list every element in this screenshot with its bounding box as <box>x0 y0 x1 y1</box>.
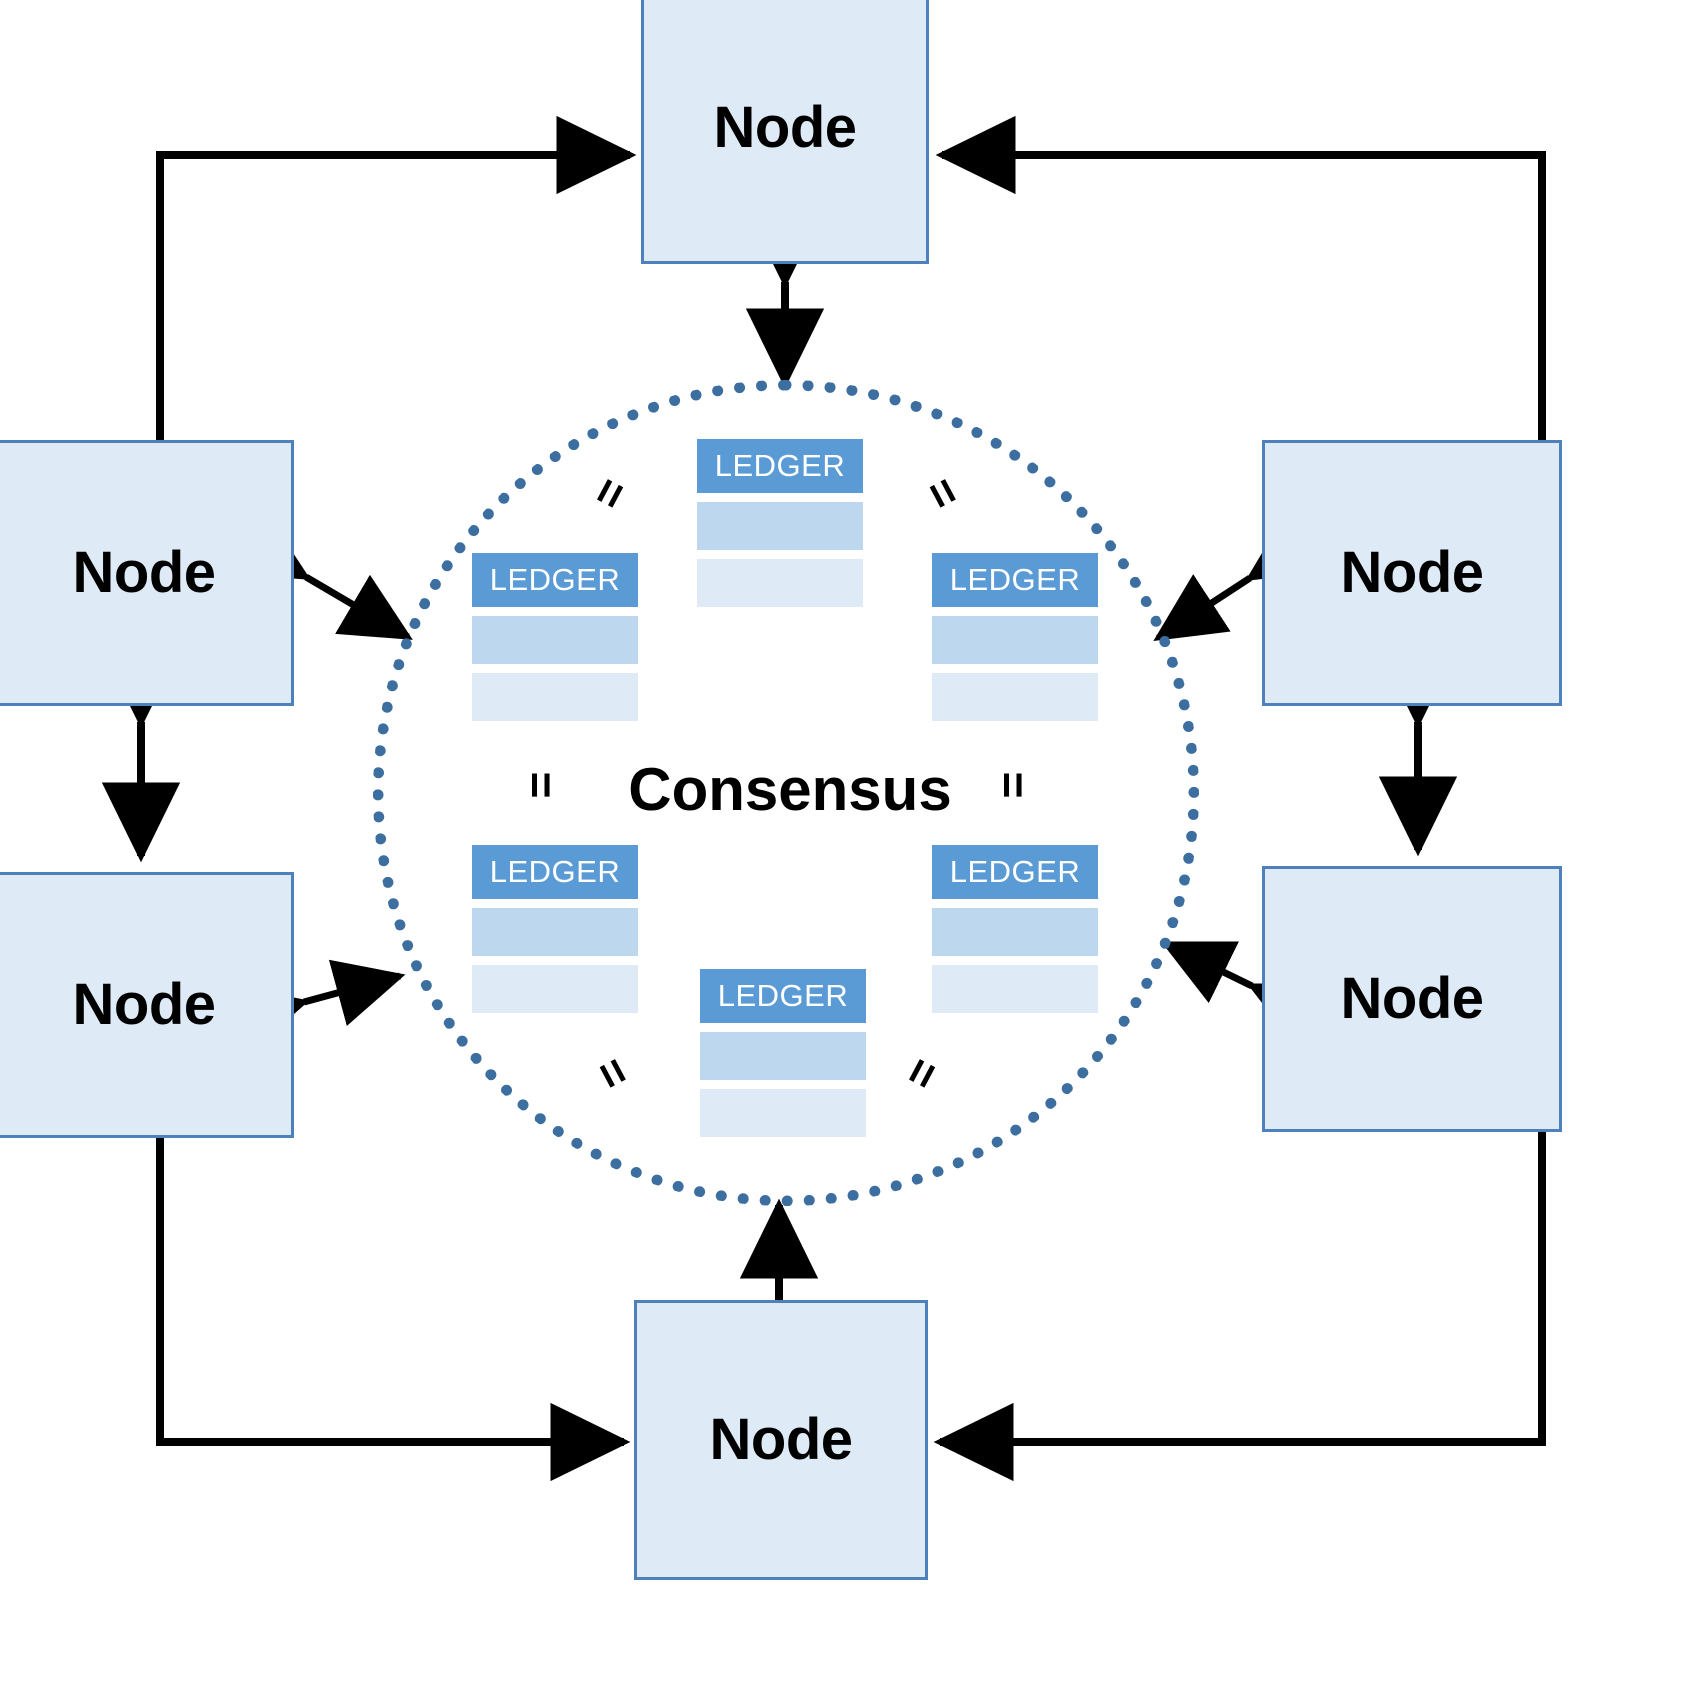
ledger-right-upper-row-2 <box>932 673 1098 721</box>
node-right-upper-label: Node <box>1340 540 1485 605</box>
ledger-right-lower-header: LEDGER <box>932 845 1098 899</box>
node-right-lower-label: Node <box>1340 966 1485 1031</box>
equals-icon-middle-left: = <box>515 771 568 799</box>
node-right-lower[interactable]: Node <box>1262 866 1562 1132</box>
ledger-right-upper-row-1 <box>932 616 1098 664</box>
ledger-top[interactable]: LEDGER <box>697 439 863 607</box>
node-left-lower-label: Node <box>72 972 217 1037</box>
ledger-left-lower-header: LEDGER <box>472 845 638 899</box>
equals-icon-middle-right: = <box>987 771 1040 799</box>
arrow-right-upper-to-top <box>935 115 1546 440</box>
consensus-label: Consensus <box>628 756 952 823</box>
node-left-upper[interactable]: Node <box>0 440 294 706</box>
ledger-right-lower[interactable]: LEDGER <box>932 845 1098 1013</box>
ledger-left-upper-row-2 <box>472 673 638 721</box>
ledger-left-lower[interactable]: LEDGER <box>472 845 638 1013</box>
ledger-bottom-header: LEDGER <box>700 969 866 1023</box>
arrow-right-lower-to-consensus <box>1160 940 1325 1046</box>
ledger-top-row-2 <box>697 559 863 607</box>
ledger-left-lower-row-1 <box>472 908 638 956</box>
ledger-left-upper-row-1 <box>472 616 638 664</box>
ledger-top-row-1 <box>697 502 863 550</box>
node-bottom[interactable]: Node <box>634 1300 928 1580</box>
ledger-left-upper-header: LEDGER <box>472 553 638 607</box>
arrow-right-lower-to-bottom <box>933 1132 1546 1482</box>
ledger-bottom-row-1 <box>700 1032 866 1080</box>
arrow-left-lower-to-bottom <box>156 1138 631 1482</box>
node-top[interactable]: Node <box>641 0 929 264</box>
node-left-upper-label: Node <box>72 540 217 605</box>
node-top-label: Node <box>713 95 858 160</box>
ledger-right-upper-header: LEDGER <box>932 553 1098 607</box>
node-left-lower[interactable]: Node <box>0 872 294 1138</box>
ledger-right-lower-row-1 <box>932 908 1098 956</box>
ledger-top-header: LEDGER <box>697 439 863 493</box>
node-right-upper[interactable]: Node <box>1262 440 1562 706</box>
ledger-right-lower-row-2 <box>932 965 1098 1013</box>
ledger-left-lower-row-2 <box>472 965 638 1013</box>
arrow-left-lower-to-consensus <box>232 959 406 1052</box>
ledger-bottom-row-2 <box>700 1089 866 1137</box>
arrow-right-upper-to-consensus <box>1153 514 1323 642</box>
node-bottom-label: Node <box>709 1407 854 1472</box>
consensus-circle <box>373 380 1199 1206</box>
arrow-left-upper-to-consensus <box>233 514 413 641</box>
arrow-left-upper-to-top <box>156 115 637 440</box>
ledger-left-upper[interactable]: LEDGER <box>472 553 638 721</box>
ledger-bottom[interactable]: LEDGER <box>700 969 866 1137</box>
ledger-right-upper[interactable]: LEDGER <box>932 553 1098 721</box>
